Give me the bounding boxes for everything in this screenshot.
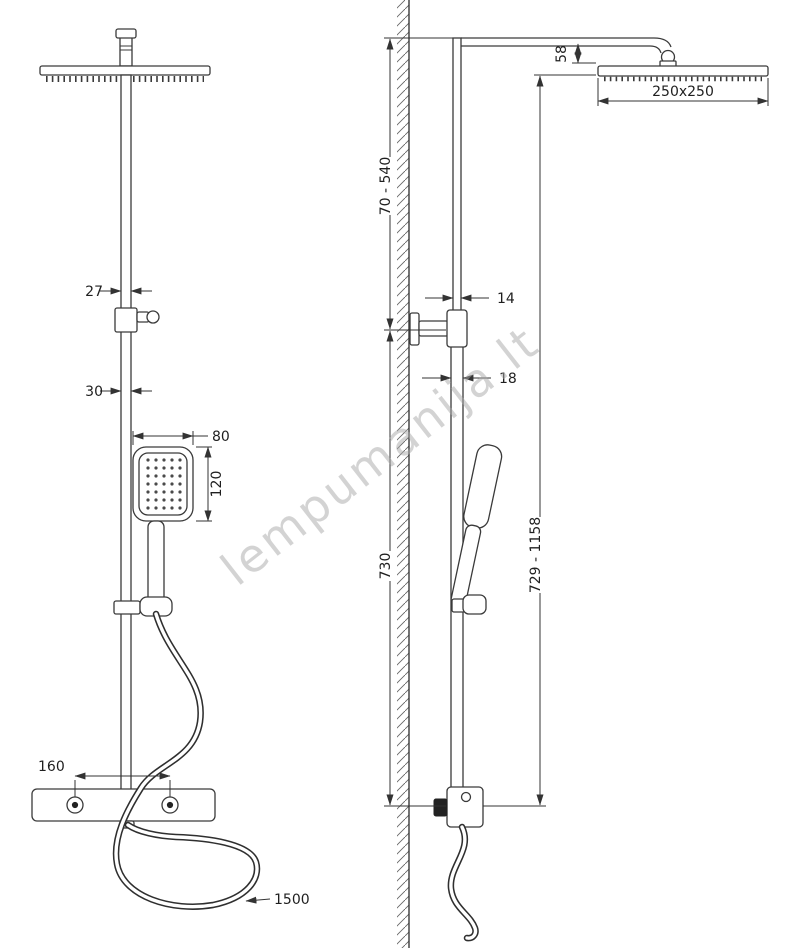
wall-hatching: [397, 0, 409, 948]
dim-pipe-width-lower: 30: [85, 384, 152, 400]
side-mixer: [433, 786, 484, 828]
dim-hose-length: 1500: [245, 892, 310, 908]
dim-label-18: 18: [499, 371, 517, 387]
dim-label-729-1158: 729 - 1158: [528, 517, 544, 593]
dim-label-27: 27: [85, 284, 103, 300]
side-shower-head-plate: [597, 65, 769, 77]
dim-label-730: 730: [378, 553, 394, 580]
side-riser-pipe-upper: [452, 37, 462, 321]
dim-upper-adjust-range: 70 - 540: [378, 37, 453, 331]
front-slider-holder: [113, 596, 173, 617]
dim-label-30: 30: [85, 384, 103, 400]
front-shower-hose: [112, 610, 261, 910]
side-shower-hose: [447, 823, 479, 942]
dim-head-size: 250x250: [597, 78, 769, 106]
dim-lower-height: 730: [378, 330, 446, 807]
dim-label-1500: 1500: [274, 892, 310, 908]
side-wall-bracket: [409, 309, 468, 348]
front-view: [31, 28, 261, 910]
hand-shower-spray-face: [143, 457, 183, 511]
side-mixer-knob: [433, 798, 448, 817]
dim-label-70-540: 70 - 540: [378, 157, 394, 216]
wall-section: [397, 0, 410, 948]
dim-handshower-width: 80: [132, 429, 230, 445]
dim-pipe-depth-lower: 18: [422, 371, 517, 387]
front-diverter-knob: [146, 310, 160, 324]
side-slider-holder: [451, 594, 487, 615]
dim-pipe-depth-upper: 14: [425, 291, 515, 307]
dim-inlet-spacing: 160: [38, 759, 171, 797]
dim-label-80: 80: [212, 429, 230, 445]
dim-pipe-width-upper: 27: [85, 284, 152, 300]
front-hand-shower: [132, 446, 194, 615]
front-overhead-shower: [39, 28, 211, 82]
dim-label-160: 160: [38, 759, 65, 775]
dim-label-120: 120: [209, 471, 225, 498]
dim-overall-range: 729 - 1158: [483, 74, 596, 807]
side-view: [409, 37, 769, 942]
front-shower-head-plate: [39, 65, 211, 76]
dim-head-drop: 58: [554, 43, 596, 64]
dimensions: 27 30 80 120 160: [38, 37, 769, 908]
front-diverter-bracket: [114, 307, 160, 333]
dim-label-250x250: 250x250: [652, 84, 714, 100]
dim-handshower-height: 120: [196, 446, 225, 522]
dim-label-14: 14: [497, 291, 515, 307]
dim-label-58: 58: [554, 45, 570, 63]
front-riser-pipe: [120, 74, 132, 791]
